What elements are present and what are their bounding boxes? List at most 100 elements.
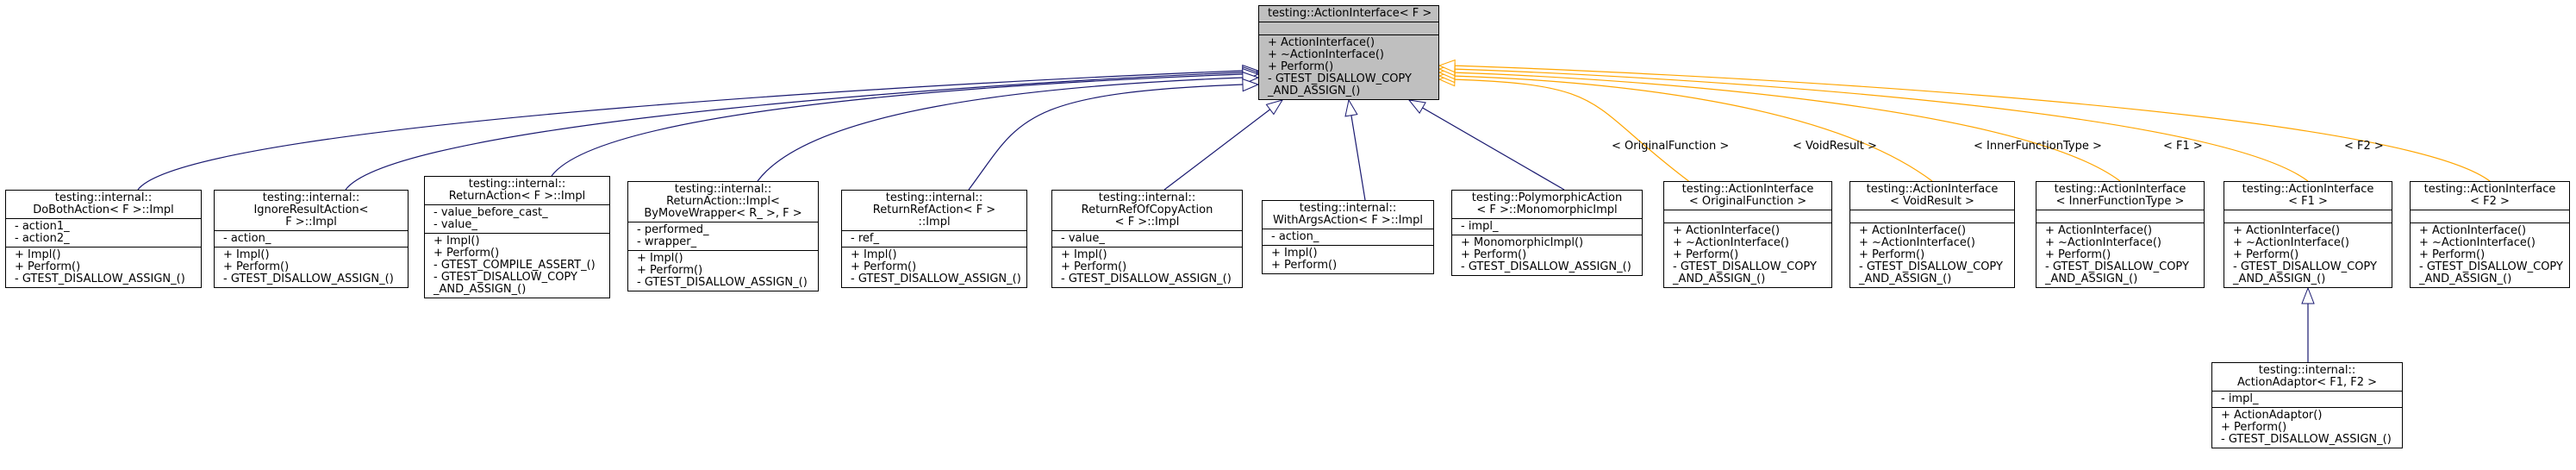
class-box-action-interface[interactable]: testing::ActionInterface< F >+ ActionInt… — [1258, 5, 1439, 100]
template-edge-label: < F2 > — [2344, 140, 2384, 153]
class-attributes-line: - value_ — [433, 218, 477, 231]
class-attributes-line: - action_ — [223, 232, 271, 245]
class-methods: + ActionInterface()+ ~ActionInterface()+… — [1259, 34, 1438, 99]
class-box-return-action-impl[interactable]: testing::internal::ReturnAction< F >::Im… — [424, 176, 610, 298]
class-methods-line: - GTEST_DISALLOW_COPY — [433, 271, 577, 284]
class-methods-line: + Perform() — [15, 260, 81, 273]
class-methods-line: + Perform() — [433, 247, 500, 260]
class-methods-line: _AND_ASSIGN_() — [433, 283, 527, 296]
class-box-action-adaptor[interactable]: testing::internal::ActionAdaptor< F1, F2… — [2211, 362, 2403, 448]
class-methods-line: + Impl() — [637, 252, 683, 265]
class-title-line: < F >::MonomorphicImpl — [1476, 204, 1618, 216]
class-box-action-interface-inner-function-type[interactable]: testing::ActionInterface< InnerFunctionT… — [2036, 181, 2205, 288]
class-title: testing::internal::ReturnAction::Impl<By… — [628, 182, 818, 222]
class-methods-line: - GTEST_DISALLOW_COPY — [2419, 260, 2563, 273]
class-title: testing::ActionInterface< F1 > — [2224, 182, 2392, 210]
class-title-line: testing::internal:: — [674, 183, 772, 196]
class-methods-line: + ActionInterface() — [1268, 36, 1375, 49]
class-attributes — [2036, 210, 2204, 222]
class-box-do-both-action-impl[interactable]: testing::internal::DoBothAction< F >::Im… — [5, 190, 202, 288]
class-attributes: - value_before_cast_- value_ — [425, 204, 609, 233]
template-edge-label: < InnerFunctionType > — [1974, 140, 2102, 153]
class-methods-line: + Impl() — [223, 248, 270, 261]
class-methods-line: + Perform() — [223, 260, 290, 273]
class-title-line: WithArgsAction< F >::Impl — [1273, 214, 1423, 227]
class-attributes-line: - wrapper_ — [637, 235, 697, 248]
inheritance-edge — [1163, 99, 1283, 191]
class-methods-line: + Perform() — [1859, 248, 1925, 261]
class-title-line: DoBothAction< F >::Impl — [33, 204, 174, 216]
class-title-line: F >::Impl — [285, 216, 337, 229]
class-methods-line: + ~ActionInterface() — [2233, 236, 2349, 249]
class-title: testing::internal::DoBothAction< F >::Im… — [6, 191, 201, 218]
class-methods-line: _AND_ASSIGN_() — [1268, 85, 1361, 97]
class-title-line: ByMoveWrapper< R_ >, F > — [644, 207, 802, 220]
template-edge-label: < OriginalFunction > — [1612, 140, 1730, 153]
class-methods: + Impl()+ Perform()- GTEST_DISALLOW_ASSI… — [628, 250, 818, 291]
class-attributes: - action_ — [215, 230, 408, 247]
class-title-line: testing::internal:: — [54, 191, 153, 204]
class-methods-line: - GTEST_DISALLOW_COPY — [2045, 260, 2189, 273]
class-title: testing::ActionInterface< F2 > — [2411, 182, 2569, 210]
class-title-line: IgnoreResultAction< — [253, 204, 369, 216]
class-methods-line: - GTEST_DISALLOW_ASSIGN_() — [15, 273, 185, 285]
class-methods-line: + ActionInterface() — [2419, 224, 2527, 237]
class-methods-line: + Perform() — [1061, 260, 1127, 273]
class-title-line: testing::ActionInterface — [1681, 183, 1814, 196]
class-methods-line: + Perform() — [2045, 248, 2111, 261]
class-attributes — [2411, 210, 2569, 222]
class-title: testing::ActionInterface< F > — [1259, 6, 1438, 22]
class-title-line: ReturnRefAction< F > — [872, 204, 996, 216]
class-methods-line: - GTEST_DISALLOW_COPY — [1268, 72, 1412, 85]
class-title: testing::internal::ActionAdaptor< F1, F2… — [2212, 363, 2402, 391]
class-attributes — [2224, 210, 2392, 222]
class-title-line: testing::internal:: — [2258, 364, 2356, 377]
inheritance-edge — [757, 77, 1244, 182]
class-box-action-interface-void-result[interactable]: testing::ActionInterface< VoidResult >+ … — [1849, 181, 2015, 288]
class-methods-line: - GTEST_DISALLOW_ASSIGN_() — [1061, 273, 1232, 285]
class-methods: + ActionInterface()+ ~ActionInterface()+… — [2036, 222, 2204, 287]
class-attributes — [1664, 210, 1831, 222]
class-methods-line: + Impl() — [15, 248, 61, 261]
class-methods-line: + Perform() — [1268, 60, 1334, 73]
class-title-line: testing::internal:: — [885, 191, 983, 204]
template-edge — [1450, 68, 2309, 182]
class-box-action-interface-f2[interactable]: testing::ActionInterface< F2 >+ ActionIn… — [2410, 181, 2570, 288]
class-methods-line: + ActionInterface() — [2233, 224, 2341, 237]
class-methods-line: + Impl() — [433, 235, 480, 248]
class-methods: + ActionInterface()+ ~ActionInterface()+… — [2411, 222, 2569, 287]
inheritance-edge — [1348, 99, 1366, 201]
class-box-return-action-bymove-impl[interactable]: testing::internal::ReturnAction::Impl<By… — [627, 181, 819, 291]
class-box-with-args-action-impl[interactable]: testing::internal::WithArgsAction< F >::… — [1262, 200, 1434, 274]
class-box-monomorphic-impl[interactable]: testing::PolymorphicAction< F >::Monomor… — [1451, 190, 1643, 276]
class-title-line: testing::ActionInterface — [2054, 183, 2186, 196]
class-title: testing::ActionInterface< OriginalFuncti… — [1664, 182, 1831, 210]
class-attributes: - action_ — [1263, 229, 1433, 245]
inheritance-edge — [137, 70, 1244, 191]
class-methods: + Impl()+ Perform()- GTEST_DISALLOW_ASSI… — [1052, 247, 1242, 287]
class-methods: + Impl()+ Perform() — [1263, 245, 1433, 273]
class-methods-line: _AND_ASSIGN_() — [2419, 273, 2512, 285]
class-box-return-ref-action-impl[interactable]: testing::internal::ReturnRefAction< F >:… — [841, 190, 1027, 288]
class-title-line: < F >::Impl — [1114, 216, 1180, 229]
class-title-line: testing::internal:: — [468, 178, 566, 191]
class-box-action-interface-original-function[interactable]: testing::ActionInterface< OriginalFuncti… — [1663, 181, 1832, 288]
class-methods-line: + Perform() — [637, 264, 703, 277]
class-title-line: ReturnAction::Impl< — [666, 195, 780, 208]
inheritance-edge — [968, 84, 1244, 191]
class-box-ignore-result-action-impl[interactable]: testing::internal::IgnoreResultAction<F … — [214, 190, 409, 288]
class-methods-line: - GTEST_DISALLOW_ASSIGN_() — [2221, 433, 2392, 446]
class-methods-line: + Impl() — [851, 248, 897, 261]
class-methods-line: - GTEST_DISALLOW_ASSIGN_() — [637, 276, 808, 289]
class-box-action-interface-f1[interactable]: testing::ActionInterface< F1 >+ ActionIn… — [2224, 181, 2392, 288]
class-methods-line: + Perform() — [2419, 248, 2486, 261]
inheritance-edge — [1408, 99, 1565, 191]
class-methods-line: _AND_ASSIGN_() — [1859, 273, 1952, 285]
class-box-return-ref-of-copy-action-impl[interactable]: testing::internal::ReturnRefOfCopyAction… — [1051, 190, 1243, 288]
class-attributes: - performed_- wrapper_ — [628, 222, 818, 250]
class-title-line: testing::PolymorphicAction — [1471, 191, 1623, 204]
inheritance-arrowhead — [1407, 99, 1426, 114]
class-attributes-line: - action_ — [1271, 230, 1319, 243]
class-methods-line: - GTEST_DISALLOW_ASSIGN_() — [1461, 260, 1631, 273]
class-title-line: ::Impl — [918, 216, 951, 229]
